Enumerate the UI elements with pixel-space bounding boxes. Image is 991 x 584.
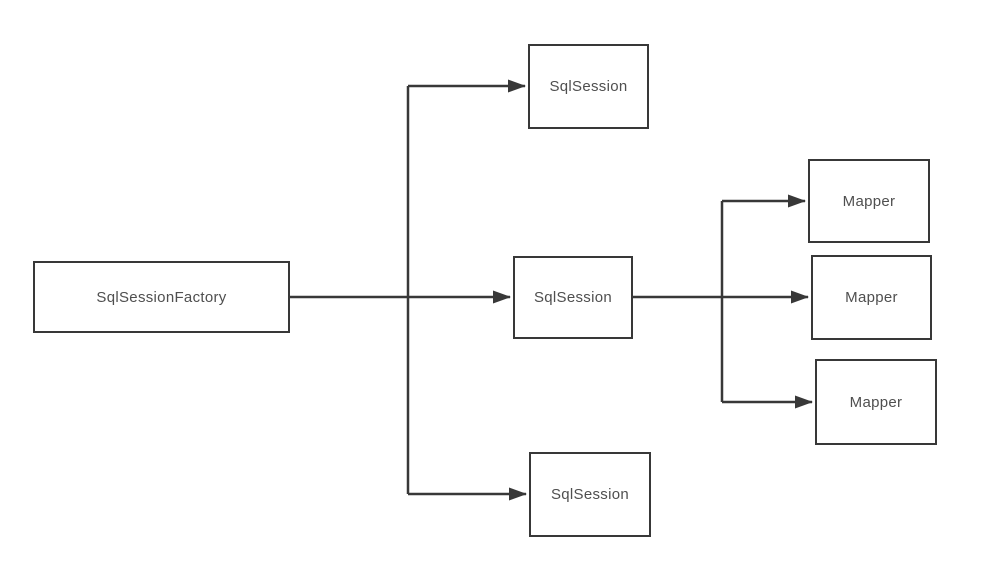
- node-mapper-bottom: Mapper: [815, 359, 937, 445]
- node-sqlsession-middle-label: SqlSession: [533, 289, 613, 306]
- node-sqlsession-middle: SqlSession: [513, 256, 633, 339]
- node-sqlsessionfactory-label: SqlSessionFactory: [96, 288, 227, 306]
- node-mapper-middle: Mapper: [811, 255, 932, 340]
- node-sqlsession-bottom-label: SqlSession: [550, 486, 630, 503]
- node-mapper-middle-label: Mapper: [845, 289, 898, 306]
- node-mapper-top: Mapper: [808, 159, 930, 243]
- node-sqlsessionfactory: SqlSessionFactory: [33, 261, 290, 333]
- node-mapper-bottom-label: Mapper: [849, 393, 903, 411]
- node-sqlsession-bottom: SqlSession: [529, 452, 651, 537]
- node-mapper-top-label: Mapper: [842, 192, 896, 210]
- node-sqlsession-top-label: SqlSession: [549, 78, 628, 95]
- node-sqlsession-top: SqlSession: [528, 44, 649, 129]
